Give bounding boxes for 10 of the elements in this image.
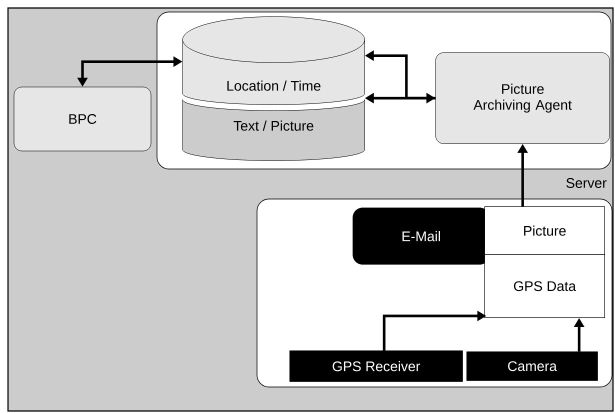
table-cell: GPS Data: [484, 254, 605, 318]
process-box: BPC: [14, 86, 152, 152]
process-box: Picture Archiving Agent: [435, 52, 610, 144]
node-label: Text / Picture: [234, 120, 314, 131]
device-box: Camera: [466, 351, 598, 381]
table-cell: Picture: [484, 206, 605, 255]
node-label: Server: [566, 178, 607, 188]
database-cylinder: Location / Time Text / Picture: [182, 16, 365, 161]
device-box: GPS Receiver: [289, 350, 463, 382]
email-box: E-Mail: [352, 208, 490, 265]
